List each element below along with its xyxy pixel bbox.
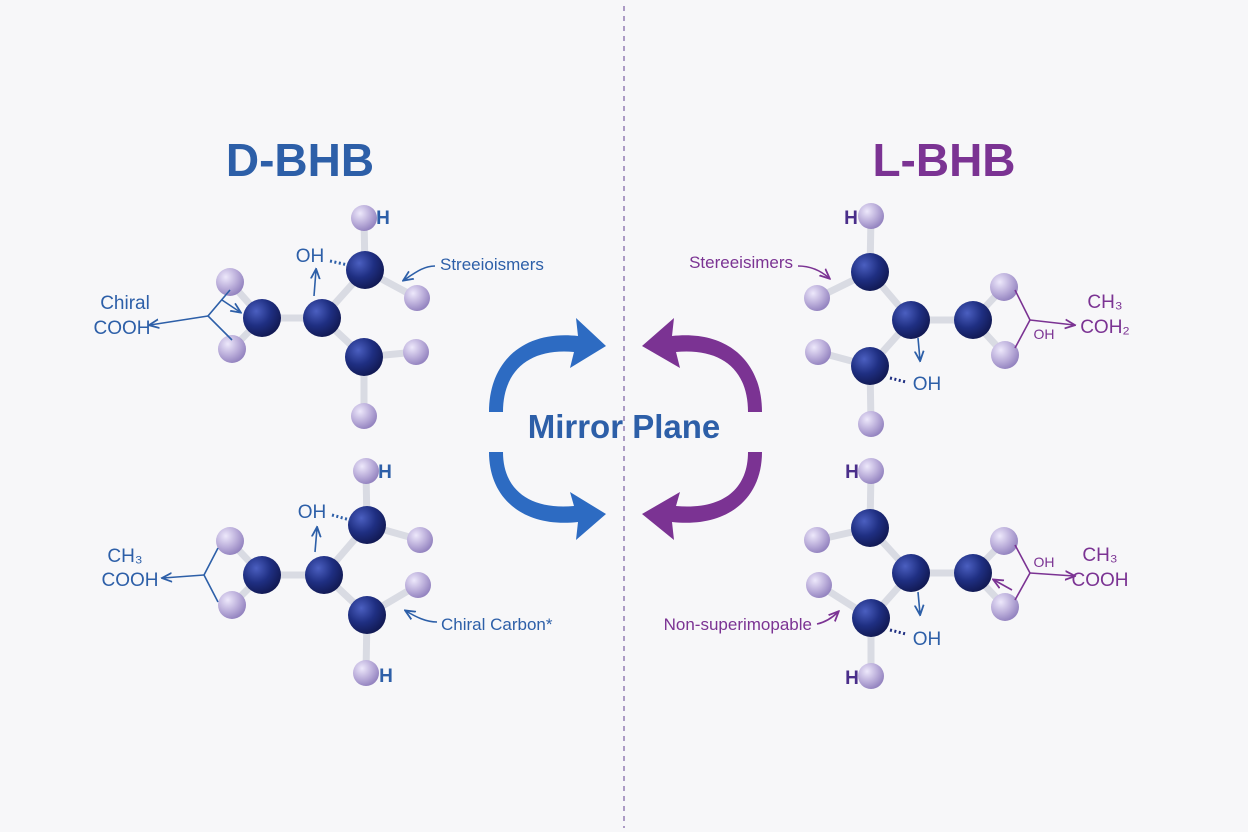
hydrogen-atom: [351, 205, 377, 231]
mirror-plane-label: Mirror Plane: [528, 408, 721, 445]
hydrogen-atom: [990, 273, 1018, 301]
d-bhb-title: D-BHB: [226, 134, 374, 186]
hydrogen-atom: [805, 339, 831, 365]
carbon-atom: [243, 556, 281, 594]
chiral-carbon-annotation: Chiral Carbon*: [441, 615, 553, 634]
ch3-label: CH₃: [1082, 545, 1117, 566]
d-bhb-molecule-top: OH H Streeioismers Chiral COOH: [94, 205, 544, 429]
hydrogen-atom: [218, 591, 246, 619]
small-oh-label: OH: [1034, 326, 1055, 342]
mirror-arrows: [489, 318, 762, 540]
cooh-label: COOH: [94, 318, 151, 339]
l-bhb-molecule-bottom: H H OH OH Non-superimopable CH₃ COOH: [664, 458, 1129, 689]
carbon-atom: [243, 299, 281, 337]
hydrogen-atom: [804, 527, 830, 553]
chiral-label: Chiral: [100, 293, 150, 314]
oh-label: OH: [913, 374, 942, 395]
chiral-carbon-atom: [303, 299, 341, 337]
hydrogen-atom: [858, 458, 884, 484]
hydrogen-atom: [804, 285, 830, 311]
chiral-carbon-atom: [305, 556, 343, 594]
carbon-atom: [348, 506, 386, 544]
hydrogen-atom: [216, 527, 244, 555]
purple-arrow-bottom: [642, 452, 762, 540]
stereoisomers-annotation: Stereeisimers: [689, 253, 793, 272]
h-label: H: [376, 208, 390, 229]
hydrogen-atom: [405, 572, 431, 598]
h-label: H: [845, 462, 859, 483]
carbon-atom: [345, 338, 383, 376]
oh-label: OH: [913, 629, 942, 650]
ch3-label: CH₃: [1087, 292, 1122, 313]
hydrogen-atom: [218, 335, 246, 363]
cooh-label: COOH: [102, 570, 159, 591]
hydrogen-atom: [353, 660, 379, 686]
hydrogen-atom: [858, 203, 884, 229]
carbon-atom: [851, 347, 889, 385]
hydrogen-atom: [858, 663, 884, 689]
carbon-atom: [852, 599, 890, 637]
h-label: H: [844, 208, 858, 229]
hydrogen-atom: [407, 527, 433, 553]
carbon-atom: [348, 596, 386, 634]
cooh-label: COOH: [1072, 570, 1129, 591]
l-bhb-molecule-top: H OH OH Stereeisimers CH₃ COH₂: [689, 203, 1130, 437]
oh-label: OH: [296, 246, 325, 267]
coh2-label: COH₂: [1080, 317, 1130, 338]
chiral-carbon-atom: [892, 301, 930, 339]
l-bhb-title: L-BHB: [872, 134, 1015, 186]
carbon-atom: [954, 554, 992, 592]
d-bhb-molecule-bottom: OH H H Chiral Carbon* CH₃ COOH: [102, 458, 553, 687]
hydrogen-atom: [991, 341, 1019, 369]
ch3-label: CH₃: [107, 546, 142, 567]
hydrogen-atom: [858, 411, 884, 437]
hydrogen-atom: [404, 285, 430, 311]
hydrogen-atom: [216, 268, 244, 296]
carbon-atom: [954, 301, 992, 339]
chiral-carbon-atom: [892, 554, 930, 592]
small-oh-label: OH: [1034, 554, 1055, 570]
carbon-atom: [346, 251, 384, 289]
hydrogen-atom: [353, 458, 379, 484]
blue-arrow-bottom: [489, 452, 606, 540]
carbon-atom: [851, 253, 889, 291]
hydrogen-atom: [806, 572, 832, 598]
hydrogen-atom: [990, 527, 1018, 555]
purple-arrow-top: [642, 318, 762, 412]
h-label: H: [845, 668, 859, 689]
h-label: H: [378, 462, 392, 483]
blue-arrow-top: [489, 318, 606, 412]
stereoisomers-annotation: Streeioismers: [440, 255, 544, 274]
hydrogen-atom: [351, 403, 377, 429]
carbon-atom: [851, 509, 889, 547]
non-superimposable-annotation: Non-superimopable: [664, 615, 812, 634]
hydrogen-atom: [991, 593, 1019, 621]
oh-label: OH: [298, 502, 327, 523]
hydrogen-atom: [403, 339, 429, 365]
h-label: H: [379, 666, 393, 687]
